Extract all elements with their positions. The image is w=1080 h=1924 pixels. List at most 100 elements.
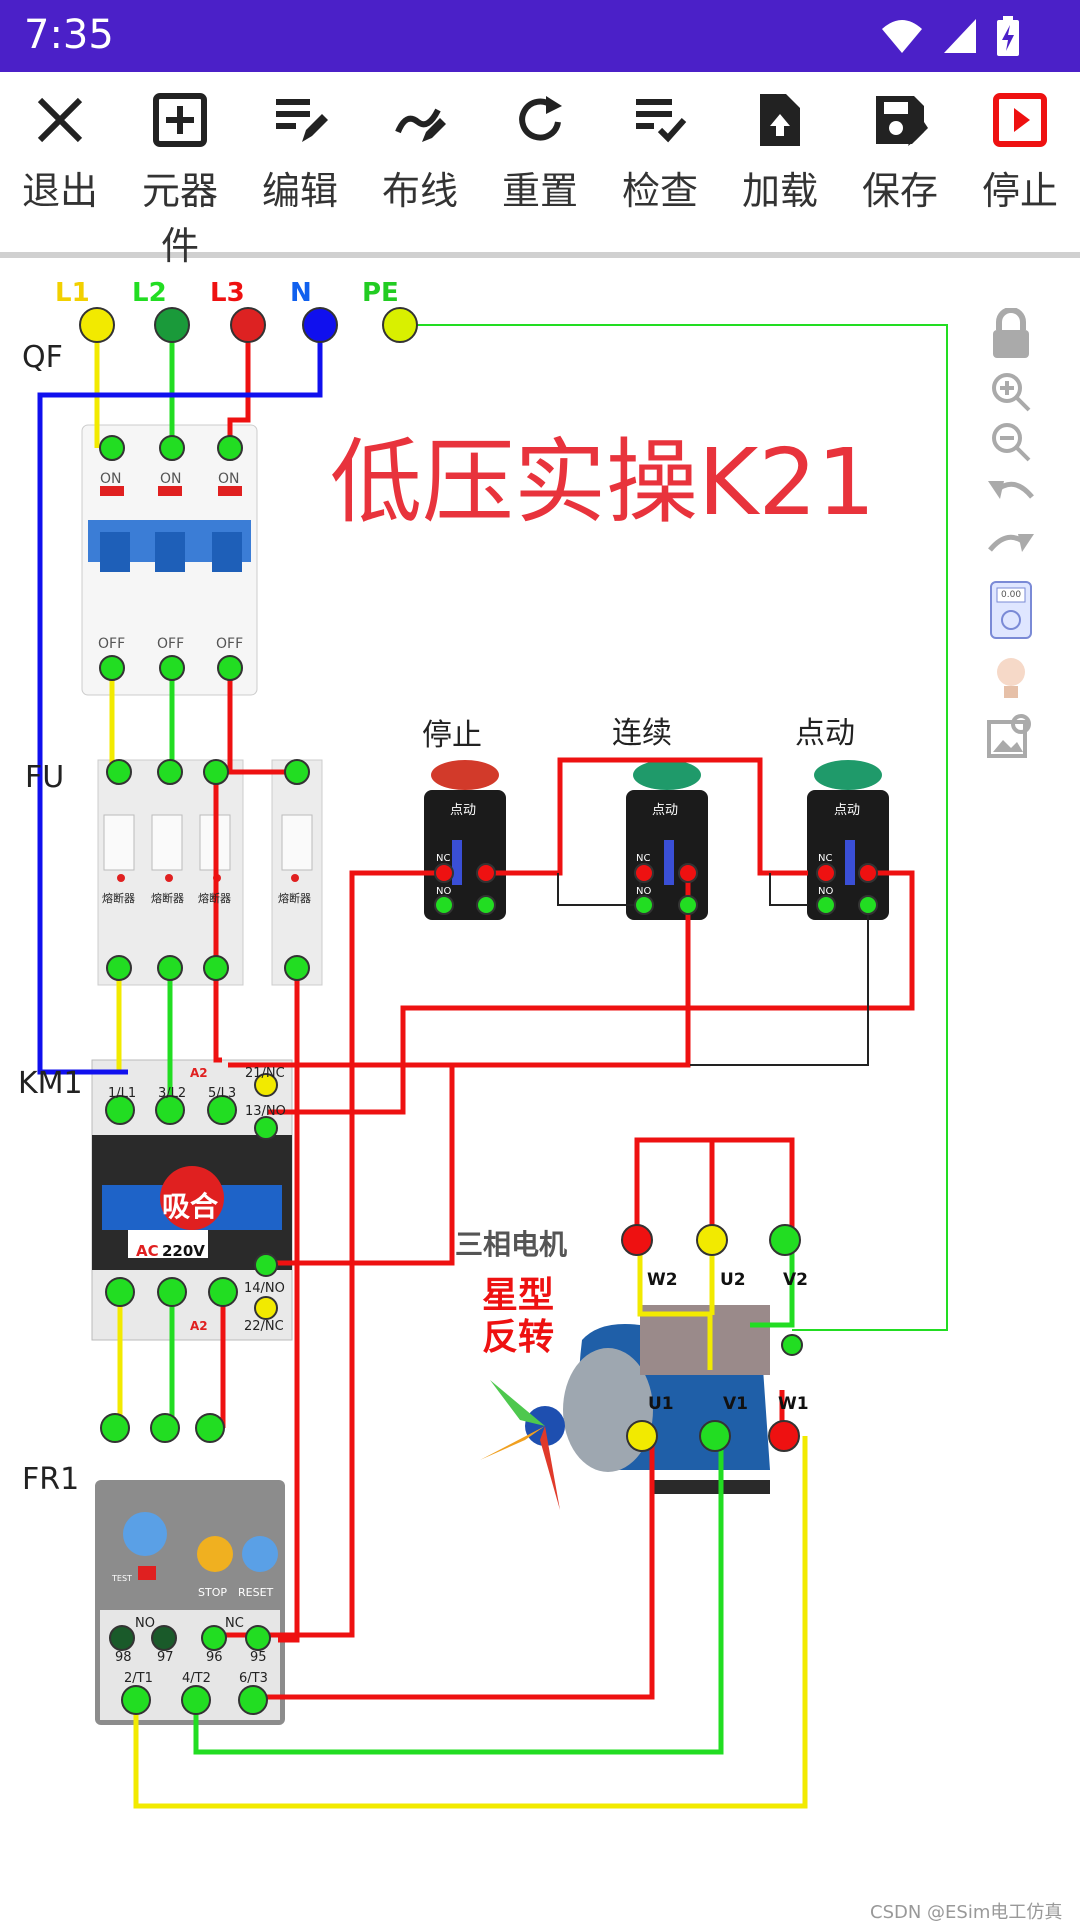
label-fr1: FR1 [22, 1462, 80, 1497]
wiring-button[interactable]: 布线 [365, 92, 475, 215]
zoom-in-icon [992, 373, 1031, 412]
breaker-off-1: OFF [98, 636, 126, 652]
fuse-label-1: 熔断器 [102, 892, 135, 905]
pushbutton-jog[interactable] [807, 760, 889, 920]
supply-l2-label: L2 [132, 278, 167, 308]
button-stop-label: 停止 [422, 718, 482, 753]
components-label: 元器件 [141, 169, 218, 268]
relay-95: 95 [250, 1650, 267, 1665]
save-button[interactable]: 保存 [845, 92, 955, 215]
battery-charging-icon [997, 16, 1019, 56]
motor-title: 三相电机 [455, 1228, 568, 1261]
multimeter-readout: 0.00 [1001, 590, 1022, 600]
edit-button[interactable]: 编辑 [245, 92, 355, 215]
image-button[interactable] [985, 712, 1037, 764]
breaker-on-2: ON [160, 471, 182, 487]
circuit-canvas[interactable]: L1 L2 L3 N PE 低压实操K21 QF FU KM1 FR1 ON O… [0, 258, 1080, 1923]
undo-button[interactable] [985, 473, 1037, 513]
refresh-icon [519, 96, 562, 141]
save-icon [876, 96, 928, 146]
zoom-in-button[interactable] [985, 370, 1037, 418]
motor-w2: W2 [647, 1270, 678, 1290]
play-stop-icon [993, 93, 1047, 147]
fuse-label-3: 熔断器 [198, 892, 231, 905]
contactor-a2-top: A2 [190, 1066, 208, 1080]
save-label: 保存 [861, 169, 938, 213]
continuous-cap-label: 点动 [652, 803, 679, 818]
load-button[interactable]: 加载 [725, 92, 835, 215]
lock-button[interactable] [985, 307, 1037, 364]
button-continuous-label: 连续 [612, 716, 672, 751]
multimeter-icon [990, 581, 1032, 639]
relay-98: 98 [115, 1650, 132, 1665]
hint-button[interactable] [985, 652, 1037, 708]
fuse-block-fu[interactable] [97, 759, 323, 986]
stop-cap-label: 点动 [450, 803, 477, 818]
zoom-out-button[interactable] [985, 420, 1037, 468]
breaker-qf[interactable] [81, 424, 258, 696]
motor-mode-reverse: 反转 [482, 1317, 555, 1358]
reset-label: 重置 [501, 169, 578, 213]
stop-label: 停止 [981, 169, 1058, 213]
relay-stop-label: STOP [198, 1586, 227, 1599]
contactor-terminal-5l3: 5/L3 [208, 1086, 237, 1101]
button-jog-label: 点动 [795, 716, 855, 751]
jog-no-label: NO [818, 886, 834, 897]
label-km1: KM1 [18, 1066, 83, 1101]
breaker-off-3: OFF [216, 636, 244, 652]
continuous-nc-label: NC [636, 853, 651, 864]
motor-mode-star: 星型 [482, 1275, 555, 1316]
relay-nc-label: NC [225, 1616, 244, 1631]
relay-no-label: NO [135, 1616, 155, 1631]
signal-icon [944, 19, 976, 53]
stop-nc-label: NC [436, 853, 451, 864]
terminals[interactable] [79, 307, 878, 1715]
lock-icon [993, 307, 1029, 358]
redo-button[interactable] [985, 526, 1037, 566]
redo-icon [988, 534, 1034, 552]
contactor-state: 吸合 [162, 1190, 219, 1223]
wifi-icon [882, 20, 922, 53]
continuous-no-label: NO [636, 886, 652, 897]
toolbar: 退出 元器件 编辑 布线 重置 检查 加载 保存 停止 [0, 72, 1080, 268]
load-label: 加载 [741, 169, 818, 213]
contactor-terminal-1l1: 1/L1 [108, 1086, 137, 1101]
draw-icon [395, 108, 446, 142]
status-bar: 7:35 [0, 0, 1080, 72]
motor-w1: W1 [778, 1394, 809, 1414]
multimeter-button[interactable]: 0.00 [985, 580, 1037, 644]
upload-file-icon [760, 94, 800, 146]
relay-4t2: 4/T2 [182, 1671, 211, 1686]
edit-label: 编辑 [261, 169, 338, 213]
close-icon [37, 97, 83, 143]
jog-nc-label: NC [818, 853, 833, 864]
check-label: 检查 [621, 169, 698, 213]
fuse-label-4: 熔断器 [278, 892, 311, 905]
relay-2t1: 2/T1 [124, 1671, 153, 1686]
image-search-icon [987, 714, 1031, 758]
relay-96: 96 [206, 1650, 223, 1665]
supply-pe-label: PE [362, 278, 399, 308]
jog-cap-label: 点动 [834, 803, 861, 818]
exit-button[interactable]: 退出 [5, 92, 115, 215]
contactor-14no: 14/NO [244, 1281, 285, 1296]
wiring-label: 布线 [381, 169, 458, 213]
zoom-out-icon [992, 423, 1031, 462]
reset-button[interactable]: 重置 [485, 92, 595, 215]
stop-button[interactable]: 停止 [965, 92, 1075, 215]
relay-6t3: 6/T3 [239, 1671, 268, 1686]
supply-l3-label: L3 [210, 278, 245, 308]
breaker-off-2: OFF [157, 636, 185, 652]
edit-list-icon [276, 99, 328, 142]
motor-v1: V1 [723, 1394, 748, 1414]
check-button[interactable]: 检查 [605, 92, 715, 215]
supply-n-label: N [290, 278, 312, 308]
pushbutton-stop[interactable] [424, 760, 506, 920]
components-button[interactable]: 元器件 [125, 92, 235, 270]
breaker-on-1: ON [100, 471, 122, 487]
label-fu: FU [25, 760, 65, 795]
relay-test-label: TEST [112, 1574, 132, 1583]
relay-97: 97 [157, 1650, 174, 1665]
contactor-voltage: 220V [162, 1242, 205, 1260]
motor-u2: U2 [720, 1270, 746, 1290]
